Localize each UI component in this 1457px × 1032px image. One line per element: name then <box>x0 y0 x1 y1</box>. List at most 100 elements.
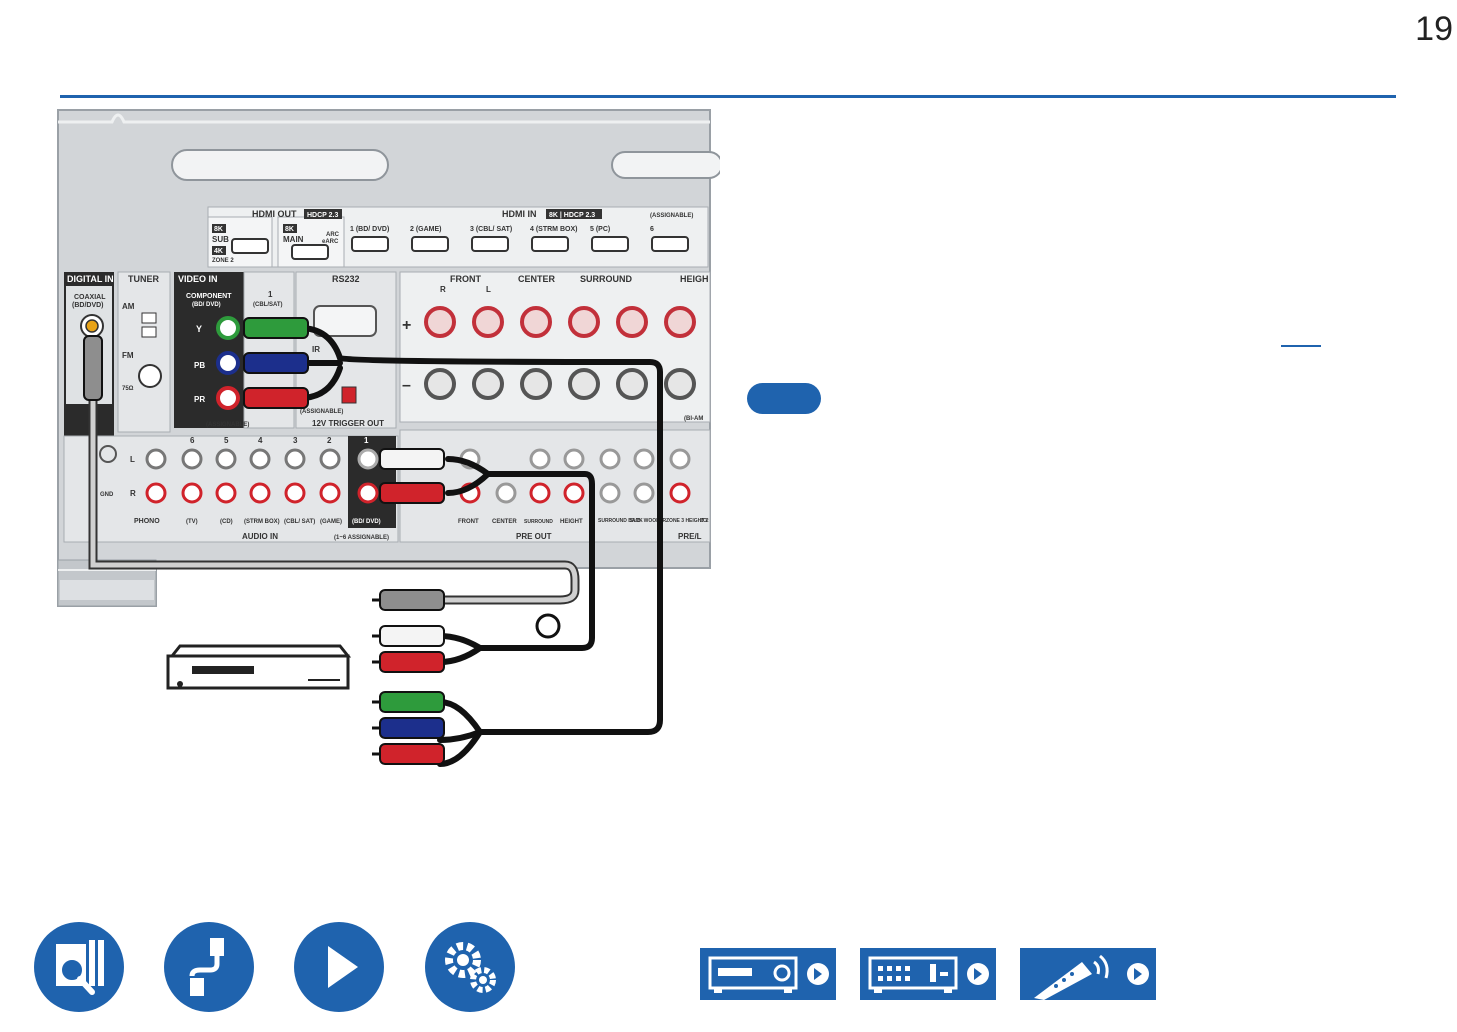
playback-button[interactable] <box>294 922 384 1012</box>
gnd-label: GND <box>100 492 114 498</box>
speaker-terminals <box>424 306 696 400</box>
audio-in-label-cbl: (CBL/ SAT) <box>284 519 315 525</box>
audio-in-num-5: 5 <box>224 436 229 445</box>
hdmi-main-label: MAIN <box>283 235 304 244</box>
plugs-receiver <box>83 317 445 504</box>
rear-panel-icon <box>868 956 989 993</box>
setup-button[interactable] <box>425 922 515 1012</box>
remote-control-icon <box>1034 954 1149 1000</box>
video-pr-label: PR <box>194 395 205 404</box>
video-input1-label: 1 <box>268 290 273 299</box>
component-pr-jack[interactable] <box>216 386 240 410</box>
video-input1-sub-label: (CBL/SAT) <box>253 302 283 308</box>
hdmi-in-2-port[interactable] <box>411 236 449 252</box>
component-label: COMPONENT <box>186 293 232 300</box>
tuner-title: TUNER <box>128 274 159 284</box>
hdmi-out-main-port[interactable] <box>291 244 329 260</box>
hdmi-out-sub-port[interactable] <box>231 238 269 254</box>
ir-label: IR <box>312 345 320 354</box>
video-y-label: Y <box>196 324 202 334</box>
speaker-surround-label: SURROUND <box>580 274 633 284</box>
pre-out-height: HEIGHT <box>560 519 583 525</box>
hdmi-in-assignable: (ASSIGNABLE) <box>650 213 693 219</box>
pre-out-title: PRE OUT <box>516 532 552 541</box>
pre-out-subwoofer: SUB- WOOFER <box>630 518 666 524</box>
speaker-front-l: L <box>486 285 491 294</box>
hdmi-sub-label: SUB <box>212 235 229 244</box>
speaker-minus-label: – <box>402 377 411 394</box>
hdmi-zone-badge: 4K <box>214 248 223 255</box>
audio-in-title: AUDIO IN <box>242 532 278 541</box>
hdmi-in-4-port[interactable] <box>531 236 569 252</box>
pre-out-jacks <box>459 448 691 504</box>
connections-cable-icon <box>189 938 224 996</box>
hdmi-sub-badge: 8K <box>214 226 223 233</box>
tuner-am-label: AM <box>122 302 135 311</box>
audio-in-num-3: 3 <box>293 436 298 445</box>
page-link-underline[interactable] <box>1281 345 1321 347</box>
audio-in-num-1: 1 <box>364 436 369 445</box>
speaker-center-label: CENTER <box>518 274 556 284</box>
connections-button[interactable] <box>164 922 254 1012</box>
audio-in-label-cd: (CD) <box>220 519 233 525</box>
audio-in-label-strm: (STRM BOX) <box>244 519 280 525</box>
remote-control-button[interactable] <box>1020 948 1156 1000</box>
contents-button[interactable] <box>34 922 124 1012</box>
front-panel-icon <box>708 956 829 993</box>
contents-book-icon <box>56 940 104 995</box>
pre-out-zone3: ZONE 3 HEIGHT 2 <box>666 518 709 524</box>
plugs-source <box>372 589 445 765</box>
rs232-title: RS232 <box>332 274 360 284</box>
audio-in-num-4: 4 <box>258 436 263 445</box>
note-badge <box>747 383 821 414</box>
fm-antenna-jack[interactable] <box>138 364 162 388</box>
speaker-front-r: R <box>440 285 446 294</box>
tuner-fm-label: FM <box>122 351 134 360</box>
speaker-biamp-label: (BI-AM <box>684 416 703 422</box>
component-pb-jack[interactable] <box>216 351 240 375</box>
rear-panel-button[interactable] <box>860 948 996 1000</box>
video-pb-label: PB <box>194 361 205 370</box>
component-y-jack[interactable] <box>216 316 240 340</box>
pre-out-title-2: PRE/L <box>678 532 702 541</box>
component-sub-label: (BD/ DVD) <box>192 302 221 308</box>
video-in-title: VIDEO IN <box>178 274 218 284</box>
audio-in-jacks <box>145 448 379 504</box>
speaker-plus-label: + <box>402 317 411 334</box>
hdmi-arc-label: ARC <box>326 232 340 238</box>
audio-in-num-6: 6 <box>190 436 195 445</box>
audio-in-label-bd: (BD/ DVD) <box>352 519 381 525</box>
hdmi-in-6-label: 6 <box>650 226 654 233</box>
pre-out-front: FRONT <box>458 519 479 525</box>
hdmi-in-5-label: 5 (PC) <box>590 226 610 233</box>
bd-dvd-player-icon <box>166 644 352 690</box>
hdmi-in-title: HDMI IN <box>502 209 537 219</box>
hdmi-main-badge: 8K <box>285 226 294 233</box>
gnd-terminal[interactable] <box>99 445 117 463</box>
hdmi-out-title: HDMI OUT <box>252 209 297 219</box>
front-panel-button[interactable] <box>700 948 836 1000</box>
audio-in-label-tv: (TV) <box>186 519 198 525</box>
audio-in-num-2: 2 <box>327 436 332 445</box>
page-number: 19 <box>1415 10 1453 48</box>
phono-label: PHONO <box>134 518 160 525</box>
hdmi-zone-label: ZONE 2 <box>212 258 234 264</box>
video-assignable-label: (ASSIGNABLE) <box>206 422 249 428</box>
pre-out-center: CENTER <box>492 519 517 525</box>
header-rule <box>60 95 1396 98</box>
hdmi-out-hdcp: HDCP 2.3 <box>307 212 338 219</box>
coaxial-label: COAXIAL <box>74 294 106 301</box>
audio-in-label-game: (GAME) <box>320 519 342 525</box>
audio-in-l-label: L <box>130 455 135 464</box>
hdmi-in-1-port[interactable] <box>351 236 389 252</box>
speaker-front-label: FRONT <box>450 274 481 284</box>
hdmi-in-3-port[interactable] <box>471 236 509 252</box>
hdmi-in-1-label: 1 (BD/ DVD) <box>350 226 389 233</box>
playback-play-icon <box>328 946 358 988</box>
hdmi-earc-label: eARC <box>322 239 339 245</box>
hdmi-in-6-port[interactable] <box>651 236 689 252</box>
hdmi-in-2-label: 2 (GAME) <box>410 226 442 233</box>
hdmi-in-badge: 8K | HDCP 2.3 <box>549 212 595 219</box>
hdmi-in-5-port[interactable] <box>591 236 629 252</box>
connection-diagram: HDMI OUT HDCP 2.3 8K SUB 4K ZONE 2 8K MA… <box>57 109 720 767</box>
